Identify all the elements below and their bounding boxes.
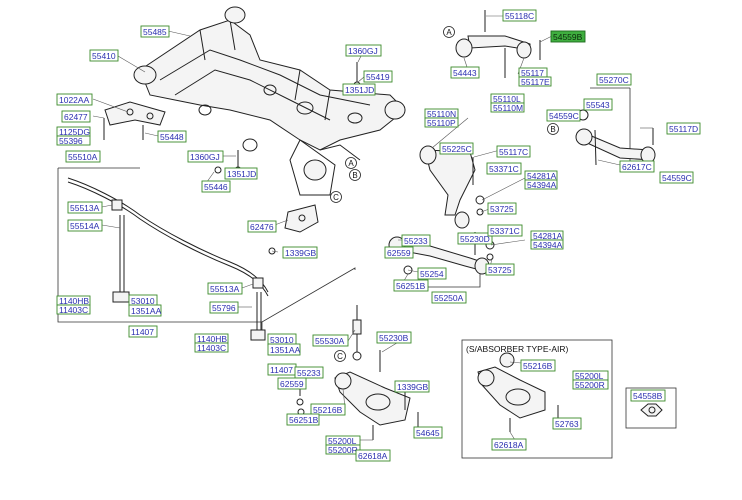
part-label: 53371C — [490, 226, 520, 236]
upper-arm-top — [455, 10, 541, 78]
part-label: 54559C — [549, 111, 579, 121]
svg-text:C: C — [333, 193, 339, 202]
part-label-highlighted: 54559B — [553, 32, 583, 42]
lower-control-arm — [419, 145, 485, 229]
part-label: 55117 — [521, 68, 544, 78]
part-label: 62617C — [622, 162, 652, 172]
part-label: 54645 — [416, 428, 440, 438]
part-label: 53725 — [490, 204, 514, 214]
part-label: 55110L — [493, 94, 521, 104]
nut-inset — [625, 387, 677, 429]
part-label: 55396 — [59, 136, 83, 146]
part-label: 1140HB — [197, 334, 227, 344]
stabilizer-bar-frame — [57, 167, 356, 341]
part-label: 55254 — [420, 269, 444, 279]
part-label: 62477 — [64, 112, 88, 122]
bracket-62476 — [284, 204, 319, 233]
part-label: 55448 — [160, 132, 184, 142]
part-label: 55514A — [70, 221, 100, 231]
part-label: 55117C — [499, 147, 528, 157]
part-label: 55110N — [427, 109, 456, 119]
air-suspension-inset: (S/ABSORBER TYPE-AIR) — [461, 339, 613, 459]
part-label: 1351JD — [227, 169, 256, 179]
part-label: 62618A — [358, 451, 388, 461]
svg-text:C: C — [337, 352, 343, 361]
part-label: 54394A — [527, 180, 557, 190]
part-label: 1351AA — [131, 306, 162, 316]
svg-text:B: B — [550, 125, 555, 134]
part-label: 54443 — [453, 68, 477, 78]
part-label: 53371C — [489, 164, 519, 174]
part-label: 55270C — [599, 75, 629, 85]
bracket-62477 — [104, 101, 166, 126]
part-label: 11407 — [270, 365, 293, 375]
part-label: 55485 — [143, 27, 167, 37]
shock-absorber-55530A — [352, 305, 362, 361]
part-label: 55513A — [210, 284, 240, 294]
svg-text:B: B — [352, 171, 357, 180]
part-label: 62559 — [387, 248, 411, 258]
part-label: 55233 — [404, 236, 428, 246]
part-label: 53010 — [270, 335, 294, 345]
part-label: 1339GB — [285, 248, 317, 258]
part-label: 55200R — [328, 445, 358, 455]
part-label: 55250A — [434, 293, 464, 303]
part-label: 55110P — [427, 118, 456, 128]
part-label: 11407 — [131, 327, 154, 337]
part-label: 1022AA — [59, 95, 90, 105]
part-label: 55230D — [460, 234, 490, 244]
part-label: 55543 — [586, 100, 610, 110]
part-label: 54281A — [527, 171, 557, 181]
rear-subframe-drawing — [133, 6, 406, 196]
part-label: 55200R — [575, 380, 605, 390]
svg-text:A: A — [446, 28, 452, 37]
inset-title: (S/ABSORBER TYPE-AIR) — [466, 344, 569, 354]
part-label: 62559 — [280, 379, 304, 389]
part-label: 54281A — [533, 231, 563, 241]
part-label: 1360GJ — [190, 152, 220, 162]
part-label: 52763 — [555, 419, 579, 429]
part-label: 1125DG — [59, 127, 90, 137]
part-label: 1351AA — [270, 345, 301, 355]
part-label: 53725 — [488, 265, 512, 275]
part-label: 56251B — [289, 415, 319, 425]
part-label: 55510A — [68, 152, 98, 162]
part-label: 1140HB — [59, 296, 89, 306]
part-label: 11403C — [59, 305, 88, 315]
part-label: 55216B — [523, 361, 553, 371]
part-label: 55200L — [328, 436, 357, 446]
part-label: 62618A — [494, 440, 524, 450]
part-label: 1339GB — [397, 382, 429, 392]
part-label: 53010 — [131, 296, 155, 306]
part-label: 55225C — [442, 144, 472, 154]
part-label: 55118C — [505, 11, 534, 21]
part-label: 1351JD — [345, 85, 374, 95]
part-label: 55796 — [212, 303, 236, 313]
part-label: 55117E — [521, 77, 550, 87]
part-label: 55200L — [575, 371, 604, 381]
part-label: 11403C — [197, 343, 226, 353]
part-label: 1360GJ — [348, 46, 378, 56]
part-label: 55110M — [493, 103, 523, 113]
part-label: 54394A — [533, 240, 563, 250]
part-label: 55446 — [204, 182, 228, 192]
part-label: 56251B — [396, 281, 426, 291]
part-label: 55233 — [297, 368, 321, 378]
callouts: A B C A B C — [330, 26, 559, 362]
part-label: 55530A — [315, 336, 345, 346]
part-labels: 55485 55410 1360GJ 55419 1351JD 1022AA 6… — [56, 9, 701, 462]
part-label: 54559C — [662, 173, 692, 183]
trailing-arm-right — [575, 87, 656, 169]
part-label: 55117D — [669, 124, 698, 134]
part-label: 54558B — [633, 391, 663, 401]
part-label: 55216B — [313, 405, 343, 415]
part-label: 62476 — [250, 222, 274, 232]
svg-text:A: A — [348, 159, 354, 168]
part-label: 55410 — [92, 51, 116, 61]
part-label: 55513A — [70, 203, 100, 213]
part-label: 55230B — [379, 333, 409, 343]
part-label: 55419 — [366, 72, 390, 82]
